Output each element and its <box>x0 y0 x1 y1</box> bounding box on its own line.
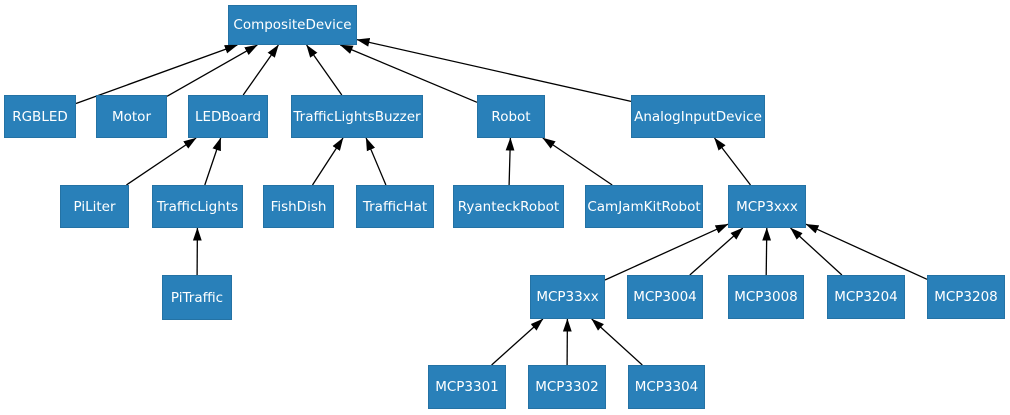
edge-trafficlights-to-ledboard <box>204 137 222 186</box>
edge-trafficlightsbuzzer-to-compositedevice <box>306 44 343 96</box>
node-ledboard[interactable]: LEDBoard <box>188 95 268 138</box>
node-trafficlights[interactable]: TrafficLights <box>152 185 243 228</box>
node-motor[interactable]: Motor <box>96 95 167 138</box>
edge-ryanteckrobot-to-robot <box>505 137 515 186</box>
node-rgbled[interactable]: RGBLED <box>4 95 76 138</box>
node-mcp33xx[interactable]: MCP33xx <box>530 275 605 319</box>
node-mcp3302[interactable]: MCP3302 <box>528 365 606 409</box>
node-trafficlightsbuzzer[interactable]: TrafficLightsBuzzer <box>291 95 423 138</box>
node-ryanteckrobot[interactable]: RyanteckRobot <box>453 185 564 228</box>
node-mcp3208[interactable]: MCP3208 <box>927 275 1005 319</box>
edge-mcp3304-to-mcp33xx <box>591 318 643 366</box>
node-mcp3301[interactable]: MCP3301 <box>428 365 506 409</box>
edge-ledboard-to-compositedevice <box>242 44 279 96</box>
node-mcp3004[interactable]: MCP3004 <box>627 275 703 319</box>
edge-mcp3208-to-mcp3xxx <box>805 223 928 280</box>
node-mcp3304[interactable]: MCP3304 <box>628 365 705 409</box>
edge-robot-to-compositedevice <box>339 44 478 103</box>
edge-camjamkitrobot-to-robot <box>542 137 613 186</box>
node-piliter[interactable]: PiLiter <box>60 185 129 228</box>
edge-mcp3204-to-mcp3xxx <box>790 227 843 276</box>
edge-traffichat-to-trafficlightsbuzzer <box>365 137 387 186</box>
edge-motor-to-compositedevice <box>166 44 258 97</box>
node-traffichat[interactable]: TrafficHat <box>356 185 434 228</box>
edge-mcp3xxx-to-analoginputdevice <box>713 137 752 186</box>
edge-mcp3301-to-mcp33xx <box>491 318 544 366</box>
edge-mcp33xx-to-mcp3xxx <box>604 223 729 281</box>
edge-fishdish-to-trafficlightsbuzzer <box>311 137 344 186</box>
node-mcp3204[interactable]: MCP3204 <box>827 275 905 319</box>
node-mcp3008[interactable]: MCP3008 <box>728 275 804 319</box>
node-compositedevice[interactable]: CompositeDevice <box>228 5 357 45</box>
node-analoginputdevice[interactable]: AnalogInputDevice <box>631 95 765 138</box>
node-mcp3xxx[interactable]: MCP3xxx <box>728 185 806 228</box>
node-pitraffic[interactable]: PiTraffic <box>162 275 232 320</box>
node-fishdish[interactable]: FishDish <box>263 185 334 228</box>
node-camjamkitrobot[interactable]: CamJamKitRobot <box>585 185 703 228</box>
edge-piliter-to-ledboard <box>126 137 197 186</box>
edge-mcp3008-to-mcp3xxx <box>762 227 772 276</box>
node-robot[interactable]: Robot <box>477 95 545 138</box>
edge-mcp3004-to-mcp3xxx <box>689 227 744 276</box>
edge-analoginputdevice-to-compositedevice <box>356 38 632 103</box>
